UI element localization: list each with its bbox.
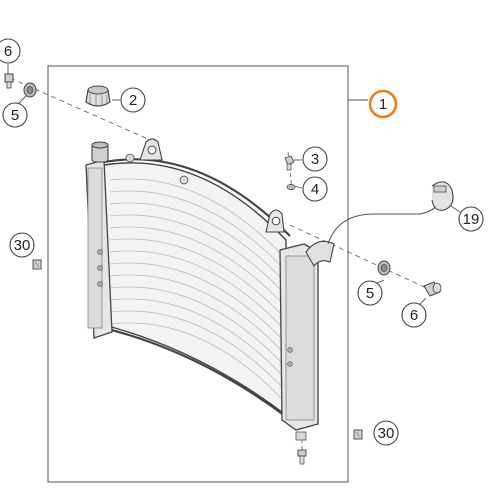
assembly-frame [47,65,349,483]
callout-label: 4 [311,181,319,198]
callout-19: 19 [458,206,484,232]
callout-30-right: 30 [373,420,399,446]
axis-line-screw [287,151,293,191]
callout-label: 5 [11,107,19,124]
mount-stud [179,175,189,185]
callout-label: 19 [463,211,480,228]
drain-boss [295,431,307,441]
washer-part-4 [286,184,296,190]
filler-neck-top [91,141,109,149]
screw-part-6-top-left [4,73,14,89]
callout-label: 3 [311,151,319,168]
overflow-hose-part-19 [327,181,454,245]
callout-2: 2 [120,87,146,113]
screw-part-6-right [423,281,442,297]
callout-label: 30 [378,425,395,442]
tank-bolt [97,265,103,271]
grommet-part-5-top-left [23,82,37,98]
tank-bolt [287,347,293,353]
callout-1: 1 [368,89,398,119]
callout-label: 6 [4,43,12,60]
screw-part-3 [284,155,295,171]
callout-5-top-left: 5 [2,102,28,128]
outlet-pipe [305,240,335,267]
leader-line-5a [17,95,27,105]
radiator-left-tank-face [87,167,103,329]
mount-hole [271,216,281,226]
radiator-bottom-rail [103,326,289,419]
clip-nut-part-30-left [32,259,42,270]
bottom-screw [297,449,307,465]
callout-30-left: 30 [9,232,35,258]
callout-6-right: 6 [401,302,427,328]
callout-3: 3 [302,146,328,172]
radiator-part-1 [85,138,335,441]
callout-label: 5 [366,285,374,302]
mount-stud [125,153,135,163]
radiator-fins [109,178,283,400]
axis-line-top-left [9,77,151,141]
callout-circle-highlighted [368,89,398,119]
tank-bolt [97,281,103,287]
radiator-cap-part-2 [85,85,111,107]
callout-label: 30 [14,237,31,254]
radiator-right-tank-face [285,255,315,421]
grommet-part-5-right [377,260,391,276]
tank-bolt [287,361,293,367]
callout-5-right: 5 [357,280,383,306]
clip-nut-part-30-right [353,429,363,440]
callout-label: 1 [379,96,387,113]
callout-label: 6 [410,307,418,324]
tank-bolt [97,249,103,255]
callout-4: 4 [302,176,328,202]
callout-label: 2 [129,92,137,109]
mount-hole [147,145,157,155]
callout-6-top-left: 6 [0,38,21,64]
